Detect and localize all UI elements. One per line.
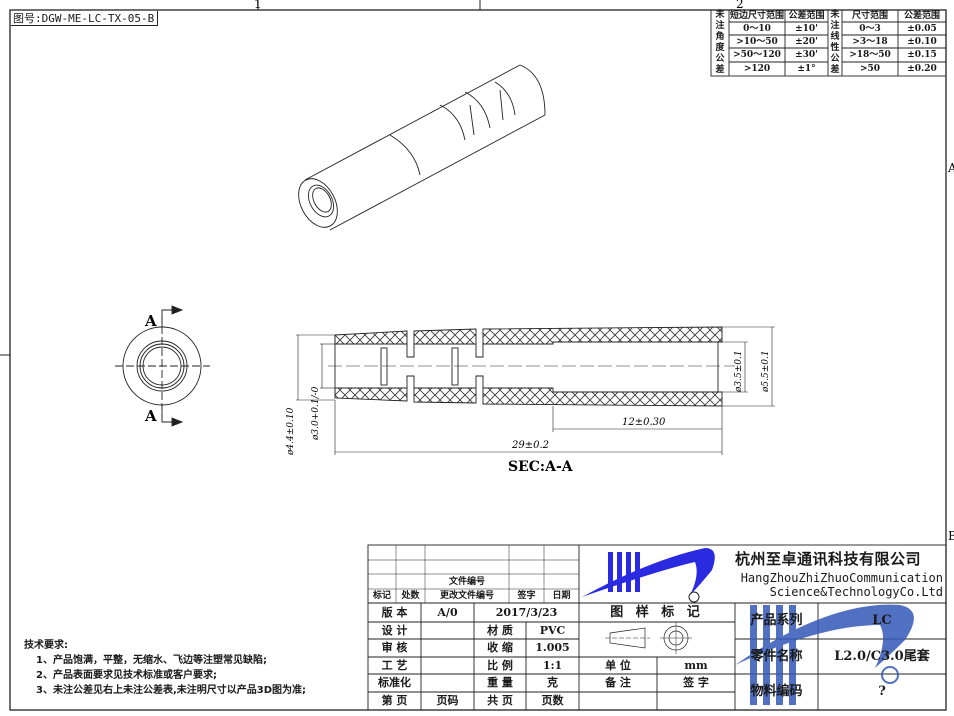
total-value: 页数 <box>541 694 564 707</box>
linear-tol: ±0.20 <box>907 64 937 74</box>
angle-tol: ±10' <box>795 23 818 34</box>
shrink-value: 1.005 <box>535 641 570 654</box>
view-mark-label: 图 样 标 记 <box>610 604 704 620</box>
cut-label-bottom: A <box>144 407 157 425</box>
weight-value: 克 <box>547 676 558 689</box>
date-header: 日期 <box>552 591 571 601</box>
company-name-en: HangZhouZhiZhuoCommunication Science&Tec… <box>733 571 943 599</box>
design-label: 设 计 <box>381 623 408 637</box>
angle-tol: ±1° <box>797 64 816 74</box>
linear-range: 0～3 <box>859 23 881 34</box>
sign-header: 签字 <box>517 591 536 601</box>
linear-range: >50 <box>859 64 881 74</box>
tolerance-table-grid <box>710 9 947 77</box>
note-label: 备 注 <box>605 676 631 689</box>
scale-label: 比 例 <box>487 658 513 672</box>
company-name-cn: 杭州至卓通讯科技有限公司 <box>735 550 922 568</box>
linear-header-range: 尺寸范围 <box>851 11 888 21</box>
tech-requirement-item: 3、未注公差见右上未注公差表,未注明尺寸以产品3D图为准; <box>36 685 307 696</box>
part-value: L2.0/C3.0尾套 <box>834 648 930 664</box>
zone-mark-2: 2 <box>736 0 744 11</box>
linear-tol: ±0.05 <box>907 23 937 34</box>
isometric-view <box>298 64 546 231</box>
linear-header-tol: 公差范围 <box>903 11 940 21</box>
angle-tol: ±30' <box>795 50 818 60</box>
linear-range: >3～18 <box>852 36 888 47</box>
angle-header-range: 短边尺寸范围 <box>729 11 784 21</box>
series-value: LC <box>872 613 892 628</box>
change-no-header: 更改文件编号 <box>439 591 494 601</box>
unit-label: 单 位 <box>605 658 631 672</box>
zone-mark-a: A <box>947 161 954 175</box>
company-name-en-line2: Science&TechnologyCo.Ltd <box>769 585 943 599</box>
linear-range: >18～50 <box>849 50 891 60</box>
dim-total-length: 29±0.2 <box>511 440 549 451</box>
dim-outer-left: ø4.4±0.10 <box>286 407 296 456</box>
material-label: 材 质 <box>487 623 513 637</box>
page-label: 第 页 <box>381 694 408 707</box>
section-title: SEC:A-A <box>508 459 574 475</box>
zone-mark-1: 1 <box>254 0 262 11</box>
section-view <box>296 326 775 455</box>
weight-label: 重 量 <box>487 676 513 689</box>
cut-label-top: A <box>144 312 157 330</box>
sign-label: 签 字 <box>683 676 709 689</box>
angle-range: >120 <box>743 64 771 74</box>
version-label: 版 本 <box>381 605 408 619</box>
dim-inner-left: ø3.0+0.1/-0 <box>311 386 321 441</box>
file-no-header: 文件编号 <box>448 576 485 587</box>
angle-tolerance-label: 未注角度公差 <box>715 10 725 75</box>
tech-requirement-item: 2、产品表面要求见技术标准或客户要求; <box>36 670 217 681</box>
series-label: 产品系列 <box>750 613 803 628</box>
process-label: 工 艺 <box>381 658 408 672</box>
dim-inner-right: ø3.5±0.1 <box>734 350 744 393</box>
tech-requirements: 技术要求: 1、产品饱满，平整，无缩水、飞边等注塑常见缺陷; 2、产品表面要求见… <box>24 638 306 698</box>
part-label: 零件名称 <box>750 648 803 664</box>
company-logo <box>582 548 715 603</box>
end-view <box>115 305 210 427</box>
company-name-en-line1: HangZhouZhiZhuoCommunication <box>740 571 943 585</box>
date-value: 2017/3/23 <box>495 605 558 619</box>
page-value: 页码 <box>436 694 459 707</box>
dim-outer-right: ø5.5±0.1 <box>761 350 771 393</box>
angle-range: >50～120 <box>733 50 781 60</box>
material-value: PVC <box>539 623 566 637</box>
code-label: 物料编码 <box>750 684 803 699</box>
tech-requirements-title: 技术要求: <box>24 640 68 651</box>
dim-bore-length: 12±0.30 <box>622 417 666 428</box>
mark-header: 标记 <box>372 591 391 601</box>
tech-requirement-item: 1、产品饱满，平整，无缩水、飞边等注塑常见缺陷; <box>36 655 267 666</box>
linear-tol: ±0.15 <box>907 50 937 60</box>
review-label: 审 核 <box>381 641 408 654</box>
angle-header-tol: 公差范围 <box>788 11 825 21</box>
unit-value: mm <box>684 658 708 672</box>
count-header: 处数 <box>401 591 420 601</box>
standard-label: 标准化 <box>378 676 411 689</box>
scale-value: 1:1 <box>542 658 563 672</box>
linear-tol: ±0.10 <box>907 36 937 47</box>
angle-range: >10～50 <box>736 36 778 47</box>
angle-tol: ±20' <box>795 36 818 47</box>
angle-range: 0～10 <box>743 23 771 34</box>
version-value: A/0 <box>437 605 458 619</box>
drawing-number: 图号:DGW-ME-LC-TX-05-B <box>11 11 159 26</box>
shrink-label: 收 缩 <box>487 641 513 654</box>
code-value: ? <box>878 684 886 699</box>
watermark-logo <box>735 604 914 705</box>
linear-tolerance-label: 未注线性公差 <box>830 10 840 75</box>
zone-mark-b: B <box>948 529 954 543</box>
total-label: 共 页 <box>487 694 513 707</box>
